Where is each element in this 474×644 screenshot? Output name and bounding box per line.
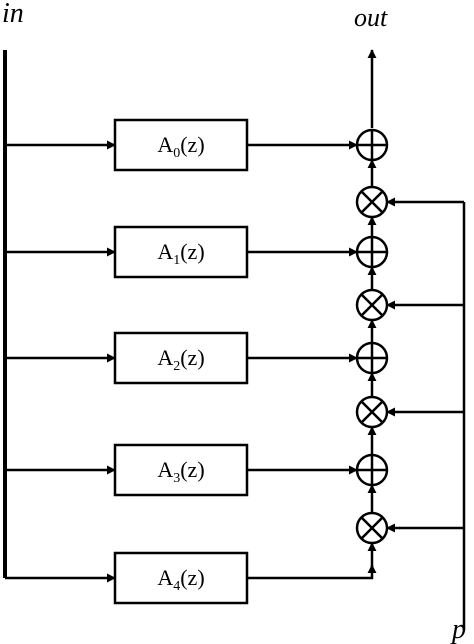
filter-block [113, 118, 249, 172]
times-symbol [360, 516, 384, 540]
input-label: in [2, 0, 24, 29]
times-symbol [360, 190, 384, 214]
output-label: out [354, 3, 388, 32]
filter-label: A2(z) [157, 345, 204, 374]
filter-output-line [247, 564, 377, 580]
parameter-label: p [450, 614, 466, 644]
filter-block [113, 225, 249, 279]
filter-label: A4(z) [157, 565, 204, 594]
filter-stages: A0(z) A1(z) A2(z) A3(z) A4(z) [5, 118, 377, 605]
filter-label: A3(z) [157, 457, 204, 486]
combiner-chain [355, 128, 464, 566]
filter-block [113, 551, 249, 605]
times-symbol [360, 400, 384, 424]
filter-label: A0(z) [157, 132, 204, 161]
times-symbol [360, 293, 384, 317]
filter-label: A1(z) [157, 239, 204, 268]
filter-block [113, 443, 249, 497]
